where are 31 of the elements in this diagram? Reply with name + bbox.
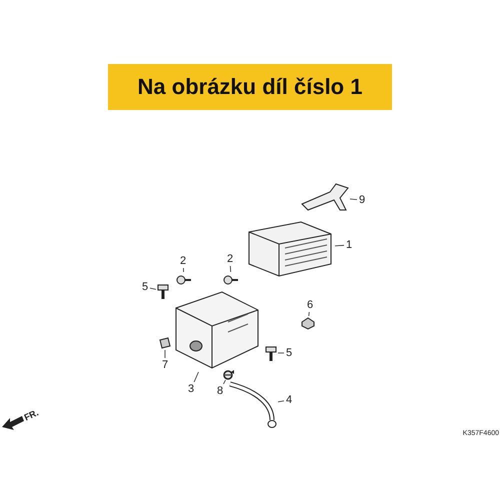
callout-number: 6 (305, 298, 315, 312)
leader-line (278, 400, 284, 402)
callout-number: 2 (225, 252, 235, 266)
bolt-drawing (264, 344, 278, 362)
title-banner: Na obrázku díl číslo 1 (108, 64, 392, 110)
callout-number: 1 (344, 238, 354, 252)
callout-number: 3 (186, 382, 196, 396)
callout-number: 4 (284, 393, 294, 407)
direction-label: FR. (22, 407, 40, 423)
leader-line (150, 288, 156, 290)
callout-number: 2 (178, 254, 188, 268)
callout-number: 7 (160, 358, 170, 372)
bolt-drawing (156, 282, 170, 300)
strap-drawing (300, 182, 350, 212)
nut-drawing (300, 316, 316, 330)
callout-number: 9 (357, 193, 367, 207)
leader-line (164, 350, 166, 358)
leader-line (183, 268, 184, 272)
leader-line (223, 380, 226, 384)
callout-number: 5 (284, 346, 294, 360)
leader-line (194, 372, 199, 382)
callout-number: 8 (215, 384, 225, 398)
clip-drawing (158, 336, 172, 350)
leader-line (350, 198, 358, 200)
leader-line (334, 244, 344, 246)
band-drawing (222, 370, 234, 380)
leader-line (230, 266, 232, 272)
leader-line (308, 312, 310, 316)
tube-drawing (230, 384, 278, 428)
leader-line (278, 352, 284, 354)
callout-number: 5 (140, 280, 150, 294)
